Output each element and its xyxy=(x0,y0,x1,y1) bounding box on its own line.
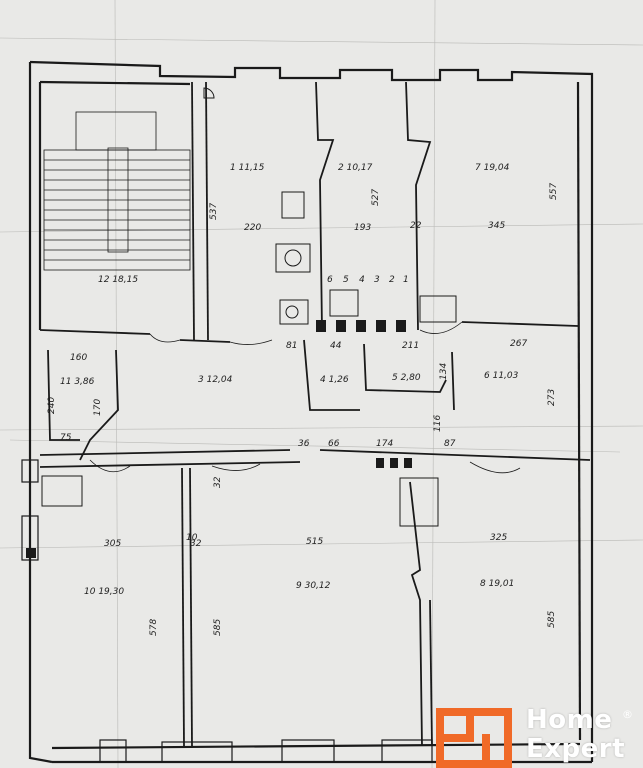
dim-label: 240 xyxy=(47,397,57,414)
room-label-9: 9 30,12 xyxy=(296,581,331,591)
dim-label: 116 xyxy=(433,415,443,432)
registered-mark: ® xyxy=(622,708,633,721)
doors xyxy=(89,321,521,474)
dim-label: 36 xyxy=(298,439,310,449)
brand-text: Home Expert xyxy=(526,706,625,764)
dim-label: 515 xyxy=(306,537,323,547)
dim-label: 2 xyxy=(389,275,395,285)
dim-label: 174 xyxy=(376,439,393,449)
dim-label: 211 xyxy=(402,341,419,351)
dim-label: 66 xyxy=(328,439,340,449)
dim-label: 4 xyxy=(359,275,365,285)
dim-label: 527 xyxy=(371,189,381,206)
dim-label: 267 xyxy=(510,339,527,349)
dim-label: 81 xyxy=(286,341,297,351)
brand-line1: Home xyxy=(526,705,613,735)
room-label-7: 7 19,04 xyxy=(475,163,510,173)
dim-label: 325 xyxy=(490,533,507,543)
dim-label: 32 xyxy=(190,539,202,549)
dimension-labels: 537 220 527 193 22 345 557 6 5 4 3 2 1 1… xyxy=(47,183,559,636)
dim-label: 1 xyxy=(403,275,409,285)
dim-label: 578 xyxy=(149,619,159,636)
room-label-1: 1 11,15 xyxy=(230,163,265,173)
dim-label: 32 xyxy=(213,476,223,488)
dim-label: 345 xyxy=(488,221,505,231)
dim-label: 134 xyxy=(439,363,449,380)
dim-label: 5 xyxy=(343,275,349,285)
dim-label: 160 xyxy=(70,353,87,363)
dim-label: 10 xyxy=(186,533,198,543)
dim-label: 273 xyxy=(547,389,557,406)
dim-label: 170 xyxy=(93,399,103,416)
room-label-3: 3 12,04 xyxy=(198,375,233,385)
room-label-4: 4 1,26 xyxy=(320,375,349,385)
dim-label: 22 xyxy=(410,221,422,231)
dim-label: 75 xyxy=(60,433,72,443)
dim-label: 305 xyxy=(104,539,121,549)
vent-blocks xyxy=(26,320,412,558)
dim-label: 6 xyxy=(327,275,333,285)
room-label-10: 10 19,30 xyxy=(84,587,124,597)
room-label-11: 11 3,86 xyxy=(60,377,95,387)
room-label-2: 2 10,17 xyxy=(338,163,373,173)
home-expert-logo: Home Expert ® xyxy=(436,704,643,768)
room-label-5: 5 2,80 xyxy=(392,373,421,383)
dim-label: 585 xyxy=(213,619,223,636)
room-label-8: 8 19,01 xyxy=(480,579,514,589)
dim-label: 44 xyxy=(330,341,342,351)
dim-label: 537 xyxy=(209,203,219,220)
dim-label: 87 xyxy=(444,439,456,449)
room-label-6: 6 11,03 xyxy=(484,371,519,381)
inner-walls xyxy=(39,81,591,747)
windows xyxy=(21,459,433,763)
dim-label: 193 xyxy=(354,223,371,233)
logo-mark-icon xyxy=(436,708,512,768)
fixtures xyxy=(41,87,457,527)
dim-label: 220 xyxy=(244,223,261,233)
dim-label: 3 xyxy=(374,275,380,285)
dim-label: 557 xyxy=(549,183,559,200)
dim-label: 585 xyxy=(547,611,557,628)
staircase xyxy=(43,111,191,271)
room-label-12: 12 18,15 xyxy=(98,275,138,285)
brand-line2: Expert xyxy=(526,734,626,764)
